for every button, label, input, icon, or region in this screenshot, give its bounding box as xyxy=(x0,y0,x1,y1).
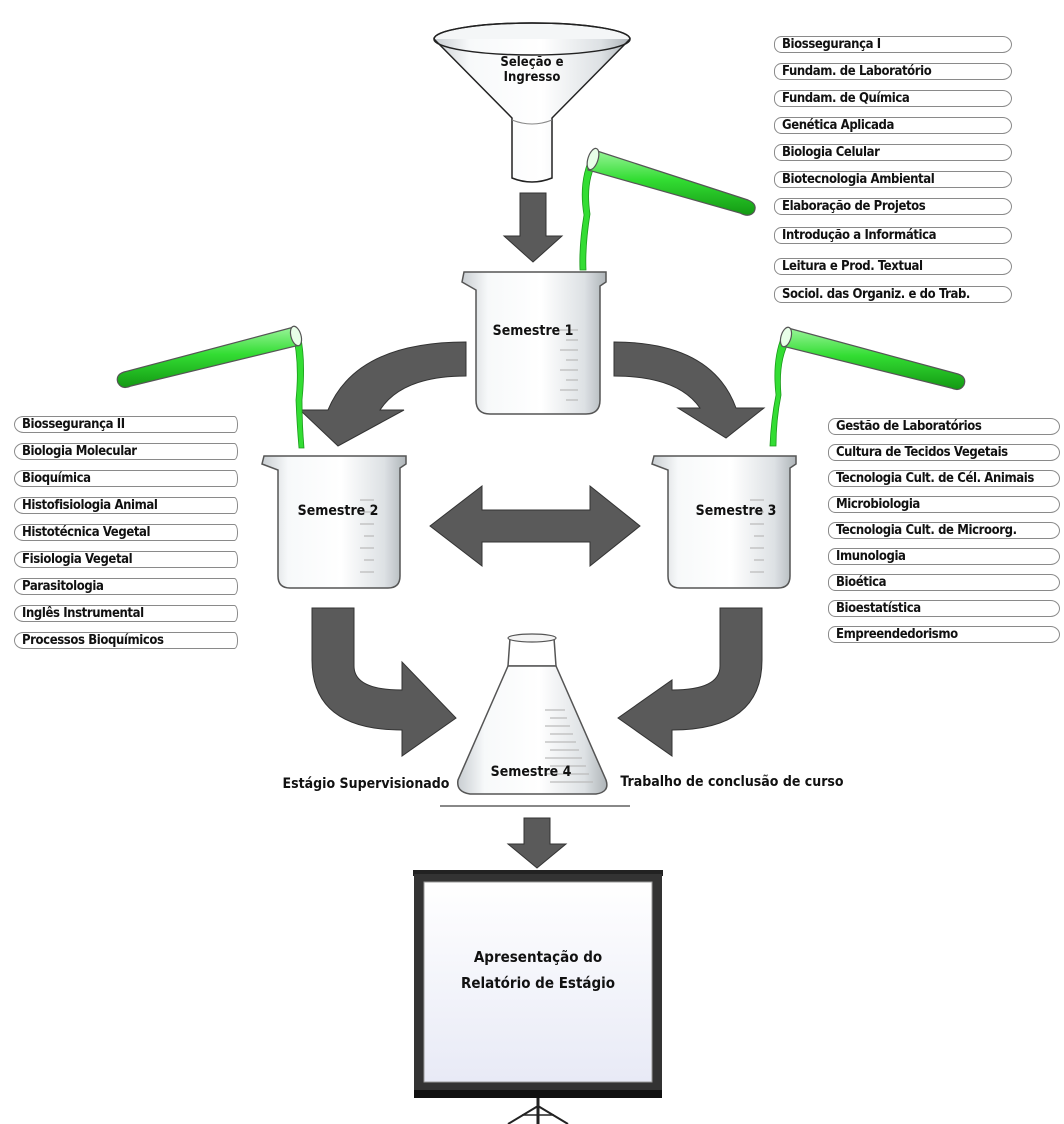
curved-arrow-down-left-icon xyxy=(617,607,763,757)
course-item: Empreendedorismo xyxy=(828,626,1060,643)
beaker-semester2-icon xyxy=(261,455,407,589)
course-item: Histofisiologia Animal xyxy=(14,497,238,514)
semester2-label: Semestre 2 xyxy=(298,503,379,519)
course-item: Fundam. de Química xyxy=(774,90,1012,107)
down-arrow-icon xyxy=(506,817,568,869)
course-item: Sociol. das Organiz. e do Trab. xyxy=(774,286,1012,303)
curved-arrow-right-icon xyxy=(613,341,766,439)
flask-semester4-icon xyxy=(457,633,608,795)
course-item: Biossegurança I xyxy=(774,36,1012,53)
course-item: Elaboração de Projetos xyxy=(774,198,1012,215)
course-item: Parasitologia xyxy=(14,578,238,595)
course-item: Leitura e Prod. Textual xyxy=(774,258,1012,275)
test-tube-icon xyxy=(579,147,756,271)
semester1-label: Semestre 1 xyxy=(493,323,574,339)
course-item: Tecnologia Cult. de Microorg. xyxy=(828,522,1060,539)
course-item: Fisiologia Vegetal xyxy=(14,551,238,568)
semester4-label: Semestre 4 xyxy=(491,764,572,780)
course-item: Biologia Molecular xyxy=(14,443,238,460)
funnel-label-line1: Seleção e xyxy=(500,55,563,70)
course-item: Biotecnologia Ambiental xyxy=(774,171,1012,188)
curved-arrow-down-right-icon xyxy=(311,607,457,757)
course-item: Gestão de Laboratórios xyxy=(828,418,1060,435)
semester3-label: Semestre 3 xyxy=(696,503,777,519)
course-item: Microbiologia xyxy=(828,496,1060,513)
course-item: Biologia Celular xyxy=(774,144,1012,161)
thesis-label: Trabalho de conclusão de curso xyxy=(620,774,843,790)
test-tube-icon xyxy=(769,326,966,447)
projection-screen-icon xyxy=(413,870,663,1124)
course-item: Imunologia xyxy=(828,548,1060,565)
curved-arrow-left-icon xyxy=(298,341,467,447)
down-arrow-icon xyxy=(502,192,564,263)
course-item: Inglês Instrumental xyxy=(14,605,238,622)
course-item: Bioquímica xyxy=(14,470,238,487)
course-item: Genética Aplicada xyxy=(774,117,1012,134)
course-item: Fundam. de Laboratório xyxy=(774,63,1012,80)
course-item: Biossegurança II xyxy=(14,416,238,433)
course-item: Cultura de Tecidos Vegetais xyxy=(828,444,1060,461)
course-item: Processos Bioquímicos xyxy=(14,632,238,649)
beaker-semester3-icon xyxy=(651,455,797,589)
presentation-title-line2: Relatório de Estágio xyxy=(461,974,615,992)
course-item: Histotécnica Vegetal xyxy=(14,524,238,541)
double-arrow-icon xyxy=(429,484,641,568)
presentation-title-line1: Apresentação do xyxy=(474,948,602,966)
funnel-icon xyxy=(433,22,631,183)
course-item: Introdução a Informática xyxy=(774,227,1012,244)
course-item: Tecnologia Cult. de Cél. Animais xyxy=(828,470,1060,487)
course-item: Bioética xyxy=(828,574,1060,591)
funnel-label-line2: Ingresso xyxy=(504,70,561,85)
internship-label: Estágio Supervisionado xyxy=(283,776,450,792)
test-tube-icon xyxy=(116,325,305,449)
beaker-semester1-icon xyxy=(461,271,607,415)
course-item: Bioestatística xyxy=(828,600,1060,617)
